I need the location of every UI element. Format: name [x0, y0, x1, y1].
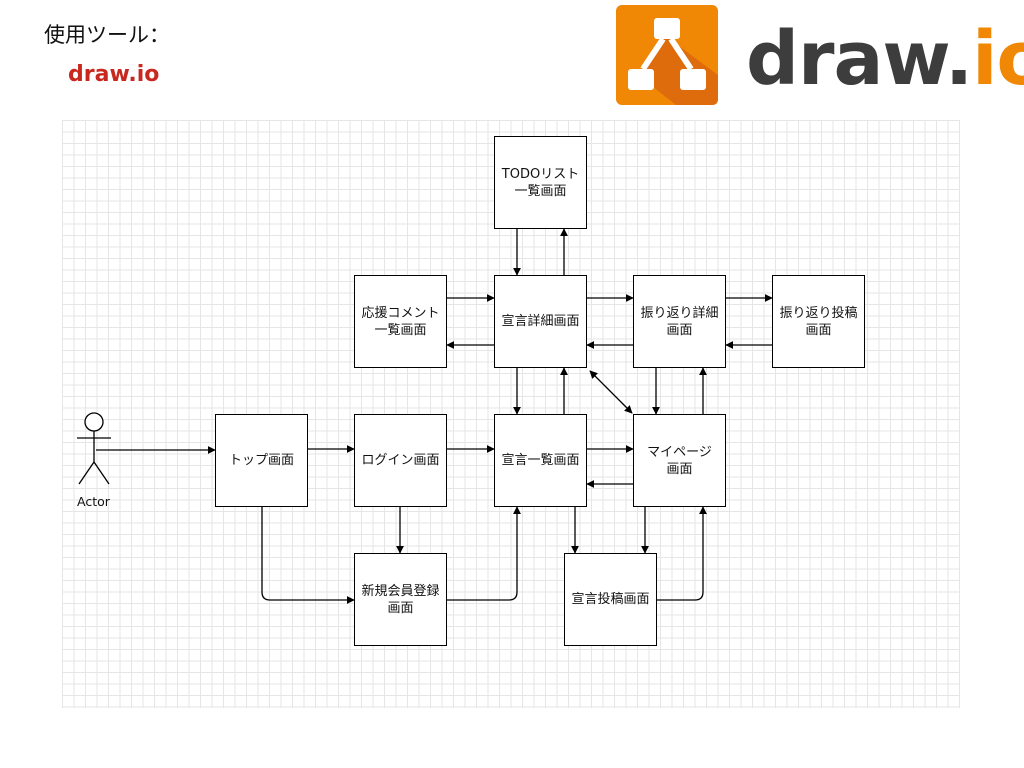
node-cheer-comments: 応援コメント 一覧画面	[354, 275, 447, 368]
node-login: ログイン画面	[354, 414, 447, 507]
node-review-detail: 振り返り詳細 画面	[633, 275, 726, 368]
edge-register-decl-list	[447, 506, 521, 601]
node-top: トップ画面	[215, 414, 308, 507]
node-review-post: 振り返り投稿 画面	[772, 275, 865, 368]
edge-decl-post-mypage	[657, 506, 707, 601]
node-mypage: マイページ 画面	[633, 414, 726, 507]
edge-decl-detail-mypage	[589, 370, 633, 414]
tool-label: 使用ツール：	[44, 23, 170, 47]
actor-label: Actor	[77, 494, 110, 509]
edge-top-register	[261, 507, 355, 604]
node-declaration-list: 宣言一覧画面	[494, 414, 587, 507]
drawio-wordmark: draw.io	[746, 16, 1024, 102]
tool-name: draw.io	[68, 62, 160, 87]
actor-icon	[77, 412, 111, 485]
drawio-logo-icon	[616, 5, 718, 105]
node-declaration-detail: 宣言詳細画面	[494, 275, 587, 368]
node-declaration-post: 宣言投稿画面	[564, 553, 657, 646]
node-register: 新規会員登録 画面	[354, 553, 447, 646]
node-todo-list: TODOリスト 一覧画面	[494, 136, 587, 229]
